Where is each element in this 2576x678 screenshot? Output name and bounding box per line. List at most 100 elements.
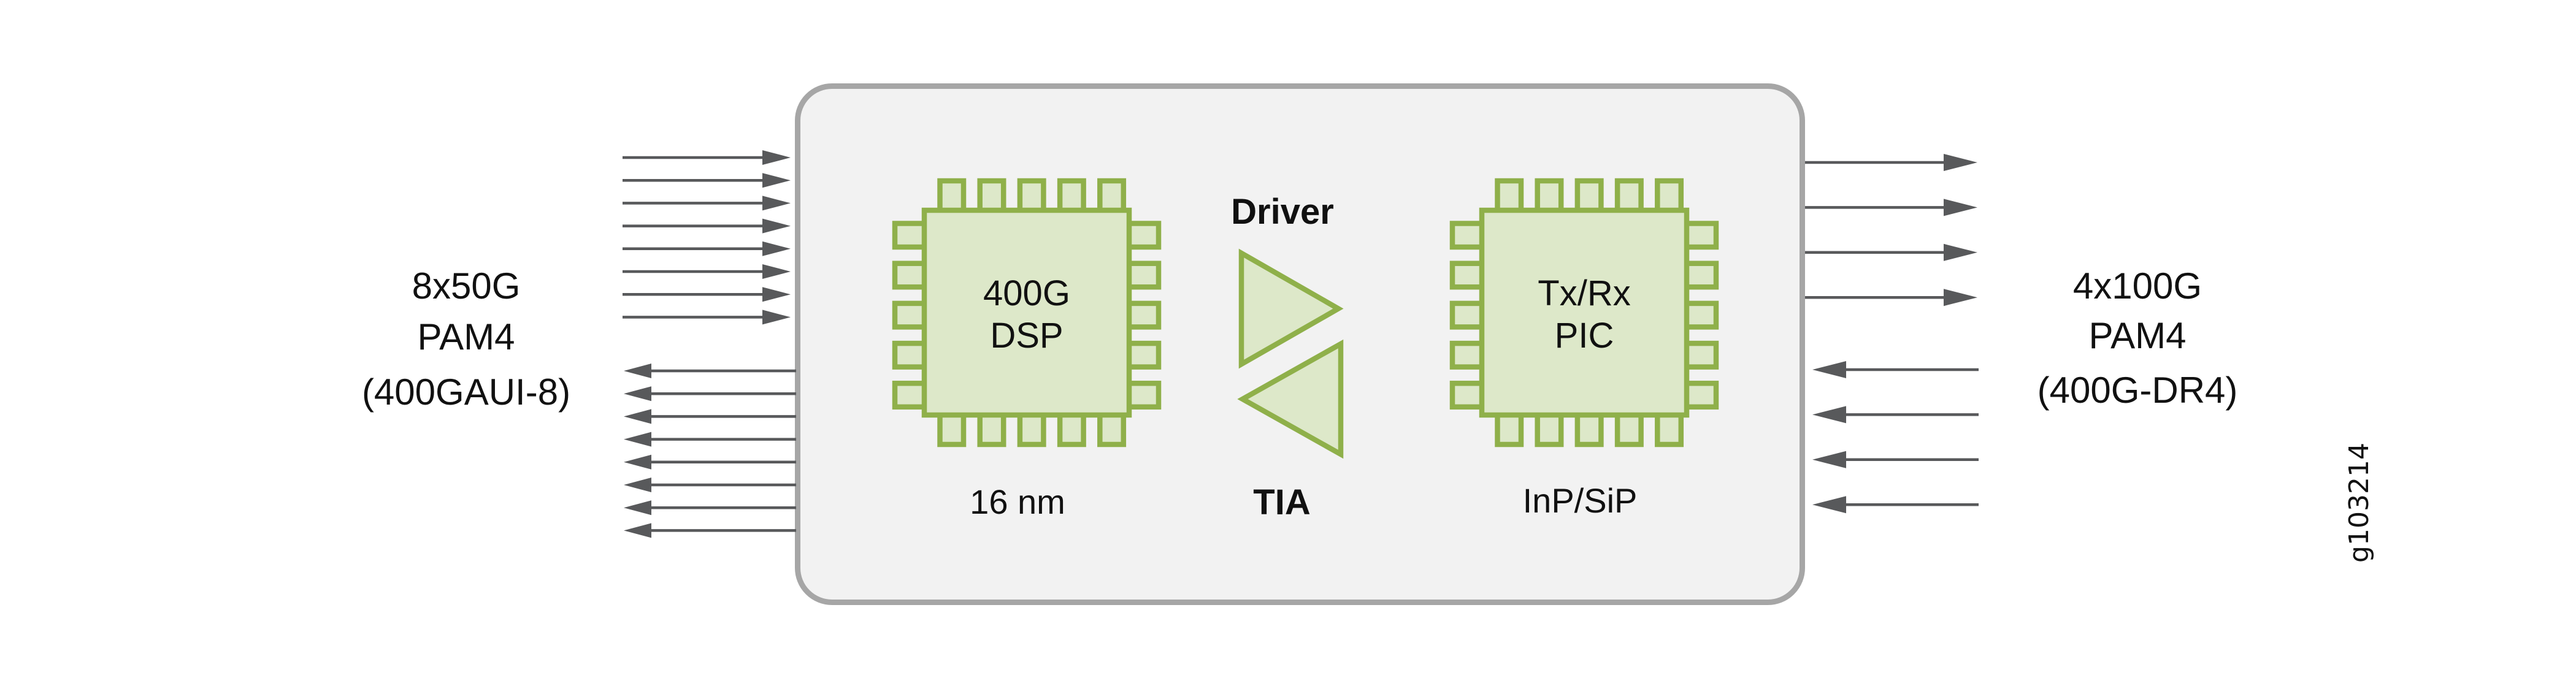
chip-pin (1682, 261, 1719, 290)
chip-pin (1682, 300, 1719, 330)
driver-label: Driver (1231, 192, 1334, 232)
right-interface-line-3: (400G-DR4) (2037, 370, 2238, 411)
left-output-lane-arrow (624, 432, 796, 447)
left-input-lane-arrow (623, 196, 791, 211)
left-output-lane-arrow (624, 500, 796, 516)
right-output-lane-arrow (1805, 289, 1977, 307)
arrowhead-icon (1812, 496, 1846, 514)
chip-pin (1682, 340, 1719, 370)
arrowhead-icon (624, 386, 651, 402)
pic-chip-label-line-2: PIC (1555, 316, 1614, 356)
pic-chip-icon (1449, 178, 1719, 448)
chip-pin (892, 261, 929, 290)
arrowhead-icon (762, 264, 791, 279)
arrowhead-icon (762, 218, 791, 234)
chip-pin (892, 381, 929, 410)
chip-pin (977, 411, 1006, 448)
tia-amplifier-icon (1237, 339, 1344, 459)
chip-pin (977, 178, 1006, 215)
chip-pin (1125, 300, 1162, 330)
left-input-lane-arrow (623, 310, 791, 325)
right-output-lane-arrow (1805, 199, 1977, 216)
arrowhead-icon (762, 196, 791, 211)
left-output-lane-arrow (624, 409, 796, 424)
dsp-chip-label-line-2: DSP (990, 316, 1063, 356)
right-input-lane-arrow (1812, 406, 1979, 424)
chip-body (1479, 207, 1690, 418)
arrowhead-icon (1944, 154, 1977, 171)
chip-pin (1495, 178, 1524, 215)
chip-pin (1017, 178, 1046, 215)
pic-process-label: InP/SiP (1523, 481, 1638, 520)
right-interface-label: 4x100G PAM4 (400G-DR4) (2037, 265, 2238, 411)
dsp-process-label: 16 nm (970, 482, 1065, 521)
chip-pin (1614, 178, 1644, 215)
arrowhead-icon (624, 364, 651, 378)
chip-pin (1682, 381, 1719, 410)
chip-pin (1017, 411, 1046, 448)
left-input-lane-arrow (623, 241, 791, 256)
dsp-chip-label-line-1: 400G (983, 273, 1070, 313)
arrowhead-icon (1944, 243, 1977, 261)
left-interface-line-1: 8x50G (412, 265, 521, 307)
chip-pin (892, 340, 929, 370)
dsp-chip-icon (892, 178, 1162, 448)
left-output-lane-arrow (624, 386, 796, 402)
chip-pin (1097, 411, 1127, 448)
chip-pin (892, 300, 929, 330)
left-input-lane-arrow (623, 218, 791, 234)
arrowhead-icon (624, 432, 651, 447)
chip-pin (1535, 178, 1564, 215)
chip-pin (1057, 178, 1086, 215)
right-input-lane-arrow (1812, 361, 1979, 378)
arrowhead-icon (1944, 289, 1977, 307)
right-output-lane-arrow (1805, 154, 1977, 171)
chip-body (921, 207, 1132, 418)
arrowhead-icon (624, 523, 651, 538)
chip-pin (1057, 411, 1086, 448)
left-input-lane-arrow (623, 287, 791, 302)
arrowhead-icon (1944, 199, 1977, 216)
chip-pin (1449, 300, 1486, 330)
right-input-lane-arrow (1812, 496, 1979, 514)
left-interface-line-3: (400GAUI-8) (362, 371, 570, 413)
chip-pin (1574, 178, 1604, 215)
chip-pin (1097, 178, 1127, 215)
left-interface-line-2: PAM4 (418, 316, 515, 357)
chip-pin (937, 178, 967, 215)
chip-pin (1125, 261, 1162, 290)
left-output-lane-arrow (624, 364, 796, 378)
arrowhead-icon (1812, 361, 1846, 378)
right-interface-line-1: 4x100G (2073, 265, 2202, 307)
left-interface-label: 8x50G PAM4 (400GAUI-8) (362, 265, 570, 413)
left-output-arrows (624, 364, 796, 538)
chip-pin (1125, 381, 1162, 410)
arrowhead-icon (624, 409, 651, 424)
chip-pin (1449, 221, 1486, 250)
arrowhead-icon (624, 500, 651, 516)
right-interface-line-2: PAM4 (2089, 315, 2187, 356)
chip-pin (1574, 411, 1604, 448)
chip-pin (1125, 340, 1162, 370)
left-input-lane-arrow (623, 173, 791, 188)
left-output-lane-arrow (624, 523, 796, 538)
chip-pin (892, 221, 929, 250)
right-input-arrows (1812, 361, 1979, 514)
left-output-lane-arrow (624, 454, 796, 470)
arrowhead-icon (762, 150, 791, 165)
arrowhead-icon (624, 478, 651, 492)
left-output-lane-arrow (624, 478, 796, 492)
chip-pin (1655, 411, 1684, 448)
chip-pin (1495, 411, 1524, 448)
driver-amplifier-icon (1238, 248, 1344, 369)
tia-label: TIA (1253, 482, 1310, 522)
chip-pin (1535, 411, 1564, 448)
left-input-lane-arrow (623, 150, 791, 165)
chip-pin (1449, 340, 1486, 370)
left-input-arrows (623, 150, 791, 325)
arrowhead-icon (762, 241, 791, 256)
chip-pin (1449, 261, 1486, 290)
arrowhead-icon (762, 173, 791, 188)
chip-pin (1682, 221, 1719, 250)
